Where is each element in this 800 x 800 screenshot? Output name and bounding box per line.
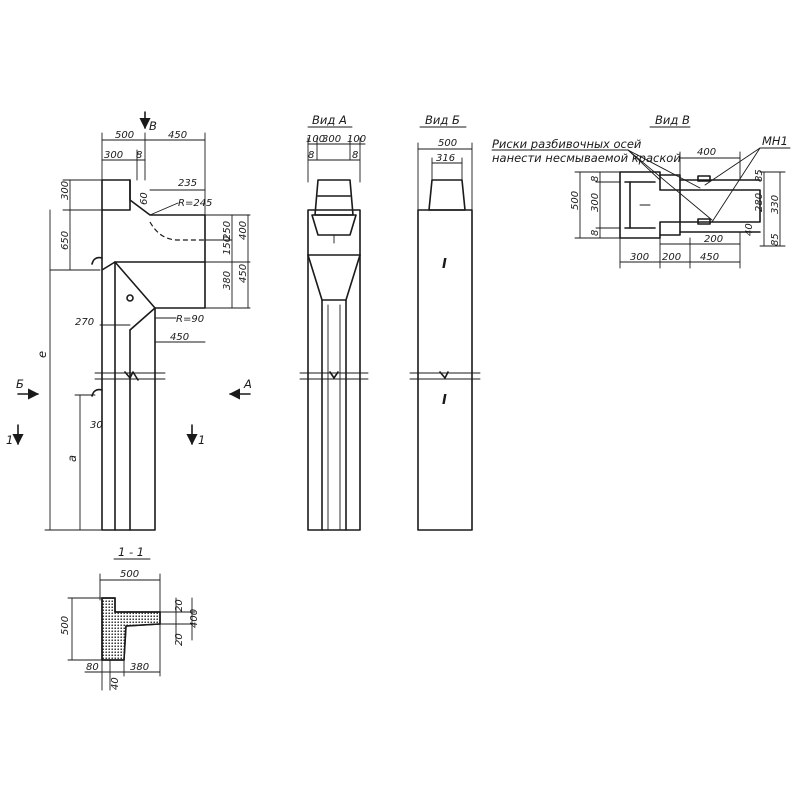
- dim-250: 250: [222, 221, 233, 240]
- dim-500: 500: [115, 130, 134, 141]
- dim-500-section-w: 500: [120, 569, 139, 580]
- dim-270: 270: [75, 317, 94, 328]
- dim-380-section: 380: [130, 662, 149, 673]
- dim-280: 280: [754, 193, 765, 212]
- note-line-1: Риски разбивочных осей: [492, 137, 642, 151]
- dim-500-section-h: 500: [60, 616, 71, 635]
- cut-right-label: 1: [198, 433, 205, 447]
- dim-300-vert: 300: [60, 181, 71, 200]
- dim-40-section: 40: [110, 677, 121, 690]
- view-b: Вид Б 500 316 I I: [409, 113, 481, 531]
- dim-235: 235: [178, 178, 197, 189]
- dim-500-v: 500: [570, 191, 581, 210]
- arrow-a-label: А: [243, 377, 252, 391]
- dim-r245: R=245: [178, 198, 212, 209]
- view-a: Вид А 100 300 100 8 8: [299, 113, 369, 531]
- dim-100-left: 100: [306, 134, 325, 145]
- view-b-title: Вид Б: [425, 113, 460, 127]
- dim-e: е: [35, 351, 49, 358]
- cut-left-label: 1: [6, 433, 13, 447]
- main-elevation: 500 450 300 8 В 300: [6, 111, 252, 531]
- dim-450-bottom: 450: [170, 332, 189, 343]
- dim-8-top-v: 8: [590, 176, 601, 182]
- arrow-v-label: В: [149, 119, 157, 133]
- view-v-title: Вид В: [655, 113, 690, 127]
- dim-40-v: 40: [744, 223, 755, 236]
- dim-r90: R=90: [176, 314, 204, 325]
- mark-i-top: I: [442, 257, 447, 272]
- dim-400-v: 400: [697, 147, 716, 158]
- dim-8-left: 8: [308, 150, 314, 161]
- dim-a: а: [65, 455, 79, 462]
- dim-8: 8: [136, 150, 142, 161]
- arrow-b-label: Б: [16, 377, 24, 391]
- view-v: Вид В Риски разбивочных осей нанести нес…: [491, 113, 791, 269]
- dim-300-v: 300: [590, 193, 601, 212]
- dim-330: 330: [770, 195, 781, 214]
- dim-650: 650: [60, 231, 71, 250]
- dim-450-vert: 450: [238, 264, 249, 283]
- dim-450: 450: [168, 130, 187, 141]
- dim-450-bottom-v: 450: [700, 252, 719, 263]
- view-a-title: Вид А: [312, 113, 347, 127]
- dim-380: 380: [222, 271, 233, 290]
- section-1-1: 1 - 1 500 500 20 20 400 80 380 40: [60, 545, 200, 691]
- dim-8-right: 8: [352, 150, 358, 161]
- dim-316-b: 316: [436, 153, 455, 164]
- dim-150: 150: [222, 236, 233, 255]
- dim-100-right: 100: [347, 134, 366, 145]
- mn1-label: МН1: [762, 134, 788, 148]
- dim-200-bottom-v: 200: [662, 252, 681, 263]
- dim-200-inner: 200: [704, 234, 723, 245]
- dim-300-a: 300: [322, 134, 341, 145]
- dim-300-bottom-v: 300: [630, 252, 649, 263]
- dim-85-bottom: 85: [770, 233, 781, 246]
- mark-i-bottom: I: [442, 393, 447, 408]
- dim-500-b: 500: [438, 138, 457, 149]
- dim-20-top: 20: [174, 599, 185, 612]
- dim-85-top: 85: [754, 169, 765, 182]
- dim-20-bottom: 20: [174, 633, 185, 646]
- dim-30: 30: [90, 420, 103, 431]
- dim-300: 300: [104, 150, 123, 161]
- dim-400: 400: [238, 221, 249, 240]
- dim-400-section: 400: [189, 609, 200, 628]
- section-title: 1 - 1: [118, 545, 144, 559]
- dim-60: 60: [139, 192, 150, 205]
- dim-8-bottom-v: 8: [590, 230, 601, 236]
- dim-80-section: 80: [86, 662, 99, 673]
